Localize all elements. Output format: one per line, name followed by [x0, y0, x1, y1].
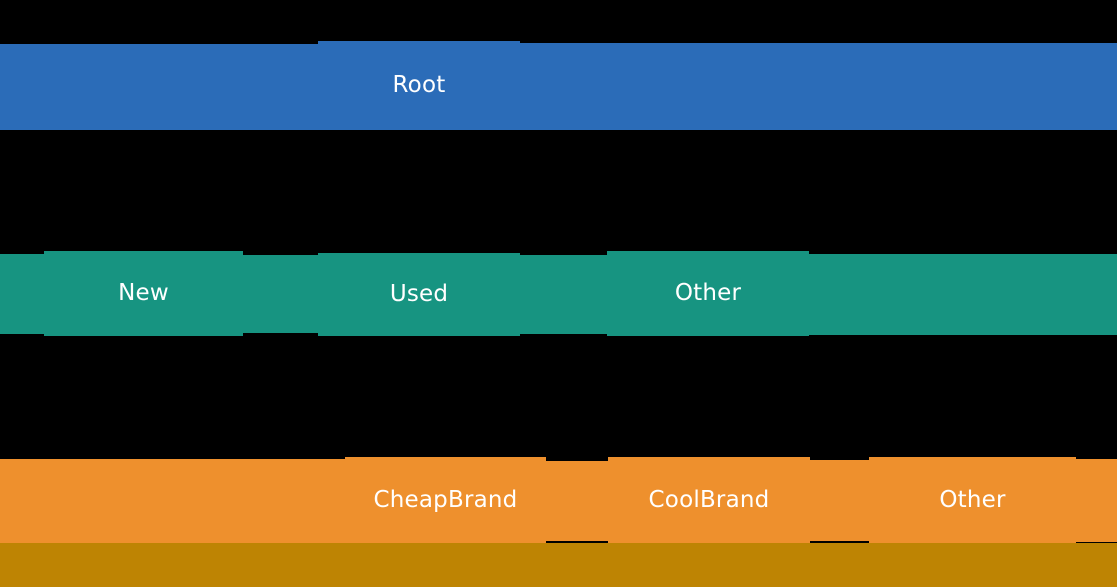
icicle-node-label: Root — [392, 72, 446, 98]
icicle-node-label: CheapBrand — [373, 486, 518, 513]
icicle-node-segment[interactable] — [0, 254, 44, 334]
icicle-node-segment[interactable] — [810, 460, 869, 541]
icicle-node-cheapbrand[interactable]: CheapBrand — [345, 457, 546, 543]
icicle-node-coolbrand[interactable]: CoolBrand — [608, 457, 810, 543]
icicle-node-label: Other — [674, 280, 742, 306]
icicle-node-segment[interactable] — [1076, 459, 1117, 542]
icicle-node-label: CoolBrand — [648, 486, 770, 513]
icicle-node-used[interactable]: Used — [318, 253, 520, 336]
icicle-node-segment[interactable] — [0, 543, 1117, 587]
icicle-node-segment[interactable] — [809, 254, 1117, 335]
icicle-node-segment[interactable] — [0, 44, 318, 130]
icicle-node-other[interactable]: Other — [869, 457, 1076, 543]
icicle-node-segment[interactable] — [546, 461, 608, 541]
icicle-node-label: Other — [939, 486, 1006, 513]
icicle-level-leaf-level — [0, 543, 1117, 587]
icicle-node-label: Used — [389, 281, 449, 307]
icicle-node-other[interactable]: Other — [607, 251, 809, 336]
icicle-node-segment[interactable] — [0, 459, 345, 543]
icicle-level-brand-level: CheapBrand CoolBrand Other — [0, 457, 1117, 543]
icicle-node-segment[interactable] — [520, 43, 1117, 130]
icicle-node-segment[interactable] — [243, 255, 318, 333]
icicle-node-label: New — [118, 280, 169, 306]
icicle-node-root[interactable]: Root — [318, 41, 520, 130]
icicle-node-segment[interactable] — [520, 255, 607, 334]
icicle-node-new[interactable]: New — [44, 251, 243, 336]
icicle-level-root-level: Root — [0, 41, 1117, 130]
icicle-level-category-level: New Used Other — [0, 251, 1117, 336]
